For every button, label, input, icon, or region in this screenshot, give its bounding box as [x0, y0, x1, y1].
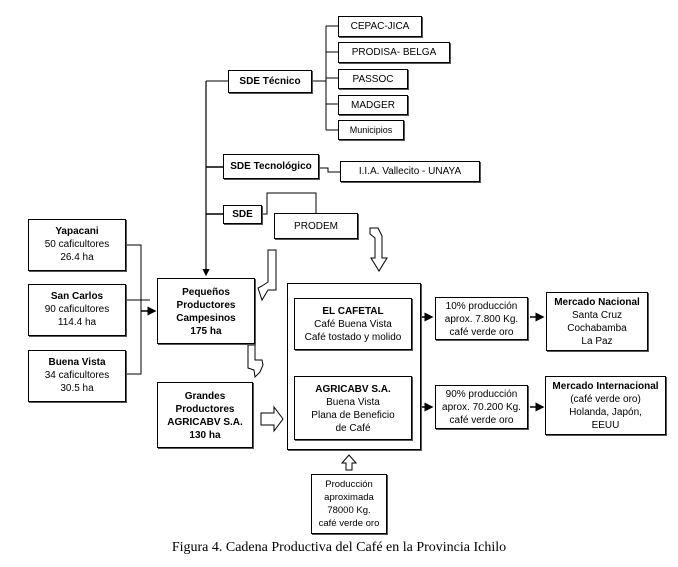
mercado-nacional-box: Mercado Nacional Santa Cruz Cochabamba L…: [546, 292, 648, 351]
grandes-line: 130 ha: [189, 430, 221, 441]
provider-box-municipios: Municipios: [338, 120, 404, 140]
grandes-productores-box: Grandes Productores AGRICABV S.A. 130 ha: [157, 382, 253, 448]
provider-label: PASSOC: [352, 73, 394, 85]
agricabv-title: AGRICABV S.A.: [315, 384, 391, 395]
share-line: café verde oro: [449, 415, 514, 426]
el-cafetal-title: EL CAFETAL: [322, 306, 384, 317]
share-line: café verde oro: [449, 327, 514, 338]
produccion-line: Producción: [325, 479, 373, 490]
agricabv-line: Buena Vista: [326, 397, 380, 408]
origin-name: San Carlos: [50, 291, 104, 302]
mercado-line: EEUU: [591, 420, 620, 431]
grandes-to-processing-arrow: [260, 405, 284, 433]
figure-caption: Figura 4. Cadena Productiva del Café en …: [171, 540, 507, 555]
pequenos-to-grandes-arrow: [247, 344, 264, 379]
provider-box-passoc: PASSOC: [338, 69, 408, 89]
provider-box-prodisa-belga: PRODISA- BELGA: [338, 42, 450, 63]
origin-box-san-carlos: San Carlos 90 caficultores 114.4 ha: [28, 284, 126, 336]
grandes-line: AGRICABV S.A.: [167, 417, 243, 428]
mercado-line: La Paz: [581, 336, 613, 347]
share-line: 10% producción: [445, 301, 518, 312]
el-cafetal-line: Café Buena Vista: [314, 319, 392, 330]
mercado-line: Cochabamba: [567, 323, 627, 334]
provider-box-prodem: PRODEM: [274, 213, 358, 239]
pequenos-productores-box: Pequeños Productores Campesinos 175 ha: [157, 278, 255, 344]
provider-label: I.I.A. Vallecito - UNAYA: [358, 166, 462, 177]
share-line: aprox. 7.800 Kg.: [444, 314, 519, 325]
pequenos-line: Pequeños: [182, 287, 230, 298]
mercado-internacional-box: Mercado Internacional (café verde oro) H…: [545, 376, 666, 435]
provider-label: MADGER: [351, 99, 395, 111]
origin-farmers: 50 caficultores: [44, 239, 110, 250]
sde-tecnologico-label: SDE Tecnológico: [230, 161, 312, 172]
provider-box-cepac-jica: CEPAC-JICA: [338, 16, 422, 37]
sde-tecnico-label: SDE Técnico: [239, 76, 301, 87]
el-cafetal-box: EL CAFETAL Café Buena Vista Café tostado…: [294, 298, 412, 350]
sde-box: SDE: [223, 205, 262, 224]
origin-area: 26.4 ha: [60, 252, 94, 263]
sde-prodem-link: [262, 192, 317, 215]
grandes-line: Grandes: [184, 391, 226, 402]
provider-box-madger: MADGER: [338, 95, 408, 115]
prodem-to-cafetal-arrow: [369, 227, 388, 272]
share-line: 90% producción: [445, 389, 518, 400]
provider-box-iia-vallecito: I.I.A. Vallecito - UNAYA: [340, 161, 480, 182]
share-nacional-box: 10% producción aprox. 7.800 Kg. café ver…: [435, 297, 528, 340]
origin-name: Buena Vista: [48, 357, 106, 368]
sde-tecnico-box: SDE Técnico: [228, 70, 312, 93]
provider-label: PRODEM: [294, 220, 338, 232]
origin-name: Yapacani: [55, 226, 99, 237]
origin-box-yapacani: Yapacani 50 caficultores 26.4 ha: [28, 219, 126, 271]
agricabv-line: Plana de Beneficio: [311, 410, 395, 421]
prodem-to-pequenos-arrow: [257, 249, 277, 302]
mercado-line: (café verde oro): [570, 394, 641, 405]
sde-tecnico-bracket: [313, 25, 338, 131]
agricabv-box: AGRICABV S.A. Buena Vista Plana de Benef…: [294, 376, 412, 440]
provider-label: Municipios: [349, 124, 393, 135]
provider-label: CEPAC-JICA: [350, 21, 410, 32]
agricabv-line: de Café: [335, 423, 371, 434]
provider-label: PRODISA- BELGA: [351, 47, 437, 58]
produccion-total-box: Producción aproximada 78000 Kg. café ver…: [311, 474, 387, 534]
origin-links: [125, 244, 150, 375]
pequenos-line: Campesinos: [176, 313, 236, 324]
mercado-title: Mercado Internacional: [552, 381, 659, 392]
grandes-line: Productores: [175, 404, 235, 415]
pequenos-line: 175 ha: [190, 326, 222, 337]
production-up-arrow: [340, 454, 358, 471]
produccion-line: café verde oro: [318, 518, 380, 529]
produccion-line: 78000 Kg.: [327, 505, 371, 516]
produccion-line: aproximada: [324, 492, 374, 503]
mercado-line: Santa Cruz: [571, 310, 623, 321]
share-line: aprox. 70.200 Kg.: [442, 402, 521, 413]
pequenos-line: Productores: [176, 300, 236, 311]
sde-label: SDE: [232, 209, 253, 220]
origin-area: 30.5 ha: [60, 383, 94, 394]
origin-box-buena-vista: Buena Vista 34 caficultores 30.5 ha: [28, 350, 126, 402]
origin-farmers: 90 caficultores: [44, 304, 110, 315]
mercado-title: Mercado Nacional: [554, 297, 640, 308]
el-cafetal-line: Café tostado y molido: [304, 332, 402, 343]
sde-tecnologico-link: [320, 167, 340, 173]
mercado-line: Holanda, Japón,: [569, 407, 642, 418]
share-internacional-box: 90% producción aprox. 70.200 Kg. café ve…: [435, 385, 528, 429]
origin-area: 114.4 ha: [57, 317, 97, 328]
sde-tecnologico-box: SDE Tecnológico: [223, 154, 319, 179]
origin-farmers: 34 caficultores: [44, 370, 110, 381]
